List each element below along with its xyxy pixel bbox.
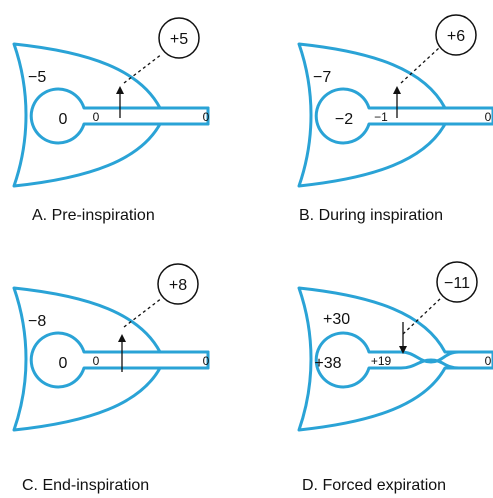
transmural-pressure: +8 [169,277,187,294]
transmural-pressure: −11 [444,275,470,292]
pleural-pressure: −8 [28,313,46,330]
mouth-pressure: 0 [485,110,492,124]
alveolar-pressure: 0 [59,355,68,372]
alveolus-and-compressed-airway [316,333,493,387]
pressure-arrow-head [393,86,401,94]
panel-caption: C. End-inspiration [22,477,149,494]
pleural-pressure: −7 [313,69,331,86]
airway-pressure: 0 [93,110,100,124]
panel-caption: B. During inspiration [299,207,443,224]
panel-b: −7 −2 −1 0 +6 B. During inspiration [299,15,493,224]
alveolar-pressure: 0 [59,111,68,128]
panel-caption: A. Pre-inspiration [32,207,155,224]
mouth-pressure: 0 [485,354,492,368]
dashed-leader-line [124,54,162,83]
dashed-leader-line [124,298,162,327]
panel-a: −5 0 0 0 +5 A. Pre-inspiration [14,18,210,224]
pleural-pressure: −5 [28,69,46,86]
panel-c: −8 0 0 0 +8 C. End-inspiration [14,264,210,494]
transmural-pressure: +5 [170,31,188,48]
airway-pressure: −1 [374,110,388,124]
alveolar-pressure: −2 [335,111,353,128]
panel-d: +30 +38 +19 0 −11 D. Forced expiration [299,262,493,494]
mouth-pressure: 0 [203,110,210,124]
panel-caption: D. Forced expiration [302,477,446,494]
pressure-arrow-head [118,334,126,342]
airway-pressure: +19 [371,354,392,368]
mouth-pressure: 0 [203,354,210,368]
transmural-pressure: +6 [447,28,465,45]
alveolar-pressure: +38 [314,355,341,372]
airway-pressure: 0 [93,354,100,368]
dashed-leader-line [401,48,439,83]
pressure-arrow-head [116,86,124,94]
pleural-pressure: +30 [323,311,350,328]
